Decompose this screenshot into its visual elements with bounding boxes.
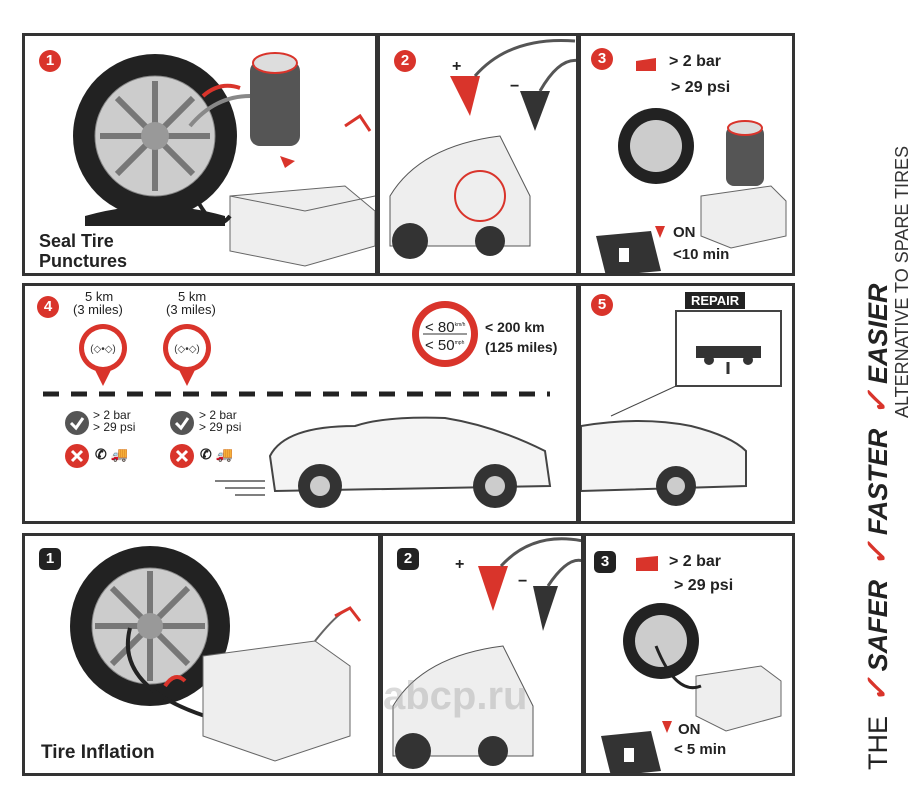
step5-panel: 5 REPAIR: [578, 283, 795, 524]
checkpoint-distance: 5 km: [178, 289, 207, 304]
inflation-check-illustration: [601, 556, 782, 773]
pressure-psi: > 29 psi: [674, 577, 734, 594]
step-number-badge: 1: [39, 548, 61, 570]
speed-kmh-value: < 80: [425, 319, 455, 336]
speed-kmh: < 80km/h: [425, 319, 465, 336]
time-label: < 5 min: [674, 741, 727, 758]
watermark: abcp.ru: [383, 674, 528, 718]
checkpoint-psi: > 29 psi: [93, 420, 136, 434]
tagline: ALTERNATIVE TO SPARE TIRES: [892, 145, 912, 418]
checkpoint-distance: 5 km: [85, 289, 114, 304]
down-arrow-icon: [662, 721, 672, 733]
range-miles: (125 miles): [485, 339, 558, 355]
inflation-check-illustration: [596, 58, 787, 273]
tpms-icon: (◇•◇): [90, 344, 116, 355]
pressure-bar: > 2 bar: [669, 553, 722, 570]
on-label: ON: [673, 224, 696, 241]
slogan-safer: SAFER: [863, 579, 893, 672]
checkpoint-bar: > 2 bar: [199, 408, 237, 422]
minus-terminal-label: −: [518, 573, 528, 590]
step4-panel: (◇•◇) (◇•◇) 4 5 km (3 miles) 5 km (3 mil…: [22, 283, 579, 524]
slogan-the: THE: [863, 716, 893, 770]
checkpoint-distance-miles: (3 miles): [166, 302, 216, 317]
speed-mph-value: < 50: [425, 337, 455, 354]
plus-terminal-label: +: [452, 58, 462, 75]
speed-mph-unit: mph: [454, 340, 465, 346]
slogan-faster: FASTER: [863, 428, 893, 536]
repair-sign: REPAIR: [685, 292, 746, 309]
driving-illustration: (◇•◇) (◇•◇): [43, 301, 552, 508]
step-number-badge: 3: [594, 551, 616, 573]
top-step2-panel: 2 + −: [377, 33, 579, 276]
bottom-step1-panel: 1 Tire Inflation: [22, 533, 381, 776]
top-step1-panel: 1 Seal Tire Punctures: [22, 33, 378, 276]
on-label: ON: [678, 721, 701, 738]
top-step3-panel: 3 > 2 bar > 29 psi ON <10 min: [578, 33, 795, 276]
tpms-icon: (◇•◇): [174, 344, 200, 355]
checkmark-icon: ✓: [861, 677, 894, 703]
caption-line1: Seal Tire: [39, 231, 114, 251]
step-number-badge: 1: [39, 50, 61, 72]
checkpoint-distance-miles: (3 miles): [73, 302, 123, 317]
step-number-badge: 2: [394, 50, 416, 72]
slogan-easier: EASIER: [863, 283, 893, 384]
pointing-hand-icon: [636, 556, 658, 571]
speed-mph: < 50mph: [425, 337, 464, 354]
step-number-badge: 4: [37, 296, 59, 318]
pressure-psi: > 29 psi: [671, 79, 731, 96]
battery-clamps-illustration: [389, 38, 576, 259]
minus-terminal-label: −: [510, 78, 520, 95]
step-number-badge: 3: [591, 48, 613, 70]
time-label: <10 min: [673, 246, 730, 263]
plus-terminal-label: +: [455, 556, 465, 573]
tire-sealant-illustration: [73, 52, 375, 267]
speed-kmh-unit: km/h: [454, 322, 466, 328]
repair-garage-illustration: [581, 310, 782, 506]
down-arrow-icon: [655, 226, 665, 238]
checkpoint-bar: > 2 bar: [93, 408, 131, 422]
step-number-badge: 2: [397, 548, 419, 570]
bottom-step3-panel: 3 > 2 bar > 29 psi ON < 5 min: [583, 533, 795, 776]
caption-line2: Punctures: [39, 251, 128, 271]
bottom-step2-panel: 2 + − abcp.ru: [380, 533, 584, 776]
caption: Tire Inflation: [41, 742, 155, 763]
phone-tow-truck-icon: ✆ 🚚: [200, 446, 234, 462]
checkmark-icon: ✓: [861, 541, 894, 567]
pointing-hand-icon: [636, 58, 656, 71]
battery-clamps-illustration: [392, 537, 581, 769]
phone-tow-truck-icon: ✆ 🚚: [95, 446, 129, 462]
pressure-bar: > 2 bar: [669, 53, 722, 70]
checkpoint-psi: > 29 psi: [199, 420, 242, 434]
step-number-badge: 5: [591, 294, 613, 316]
tire-inflation-illustration: [70, 546, 362, 762]
checkmark-icon: ✓: [861, 390, 894, 416]
slogan: THE ✓ SAFER ✓ FASTER ✓ EASIER: [860, 283, 895, 770]
range-km: < 200 km: [485, 319, 545, 335]
